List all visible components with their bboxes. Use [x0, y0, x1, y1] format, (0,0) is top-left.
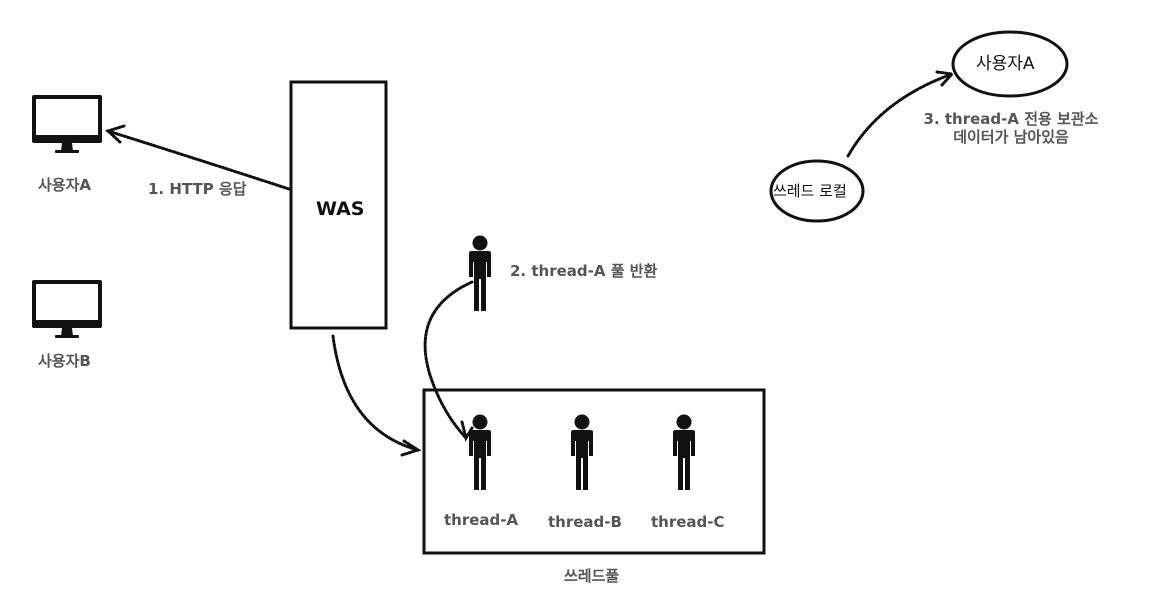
user-b-label: 사용자B [38, 352, 91, 370]
thread-a-label: thread-A [444, 511, 519, 529]
returning-thread-person-icon [469, 235, 491, 311]
thread-storage-line1: 3. thread-A 전용 보관소 [923, 110, 1099, 128]
thread-storage-arrow [846, 70, 956, 158]
was-to-pool-arrow [331, 334, 422, 457]
was-label: WAS [316, 198, 365, 220]
thread-pool-label: 쓰레드풀 [564, 567, 620, 585]
user-b-monitor-icon [32, 280, 102, 338]
thread-local-label: 쓰레드 로컬 [773, 182, 847, 200]
thread-c-label: thread-C [651, 513, 725, 531]
http-response-arrow [105, 124, 291, 191]
thread-storage-line2: 데이터가 남아있음 [953, 128, 1069, 146]
thread-local-user-ellipse [951, 30, 1069, 98]
http-response-label: 1. HTTP 응답 [148, 180, 247, 198]
thread-local-user-label: 사용자A [976, 54, 1035, 74]
user-a-label: 사용자A [38, 176, 92, 194]
user-a-monitor-icon [32, 95, 102, 153]
thread-local-ellipse [769, 159, 865, 223]
pool-return-label: 2. thread-A 풀 반환 [510, 262, 658, 280]
thread-storage-label: 3. thread-A 전용 보관소 데이터가 남아있음 [916, 110, 1106, 146]
thread-b-label: thread-B [548, 513, 622, 531]
was-box [289, 80, 388, 330]
